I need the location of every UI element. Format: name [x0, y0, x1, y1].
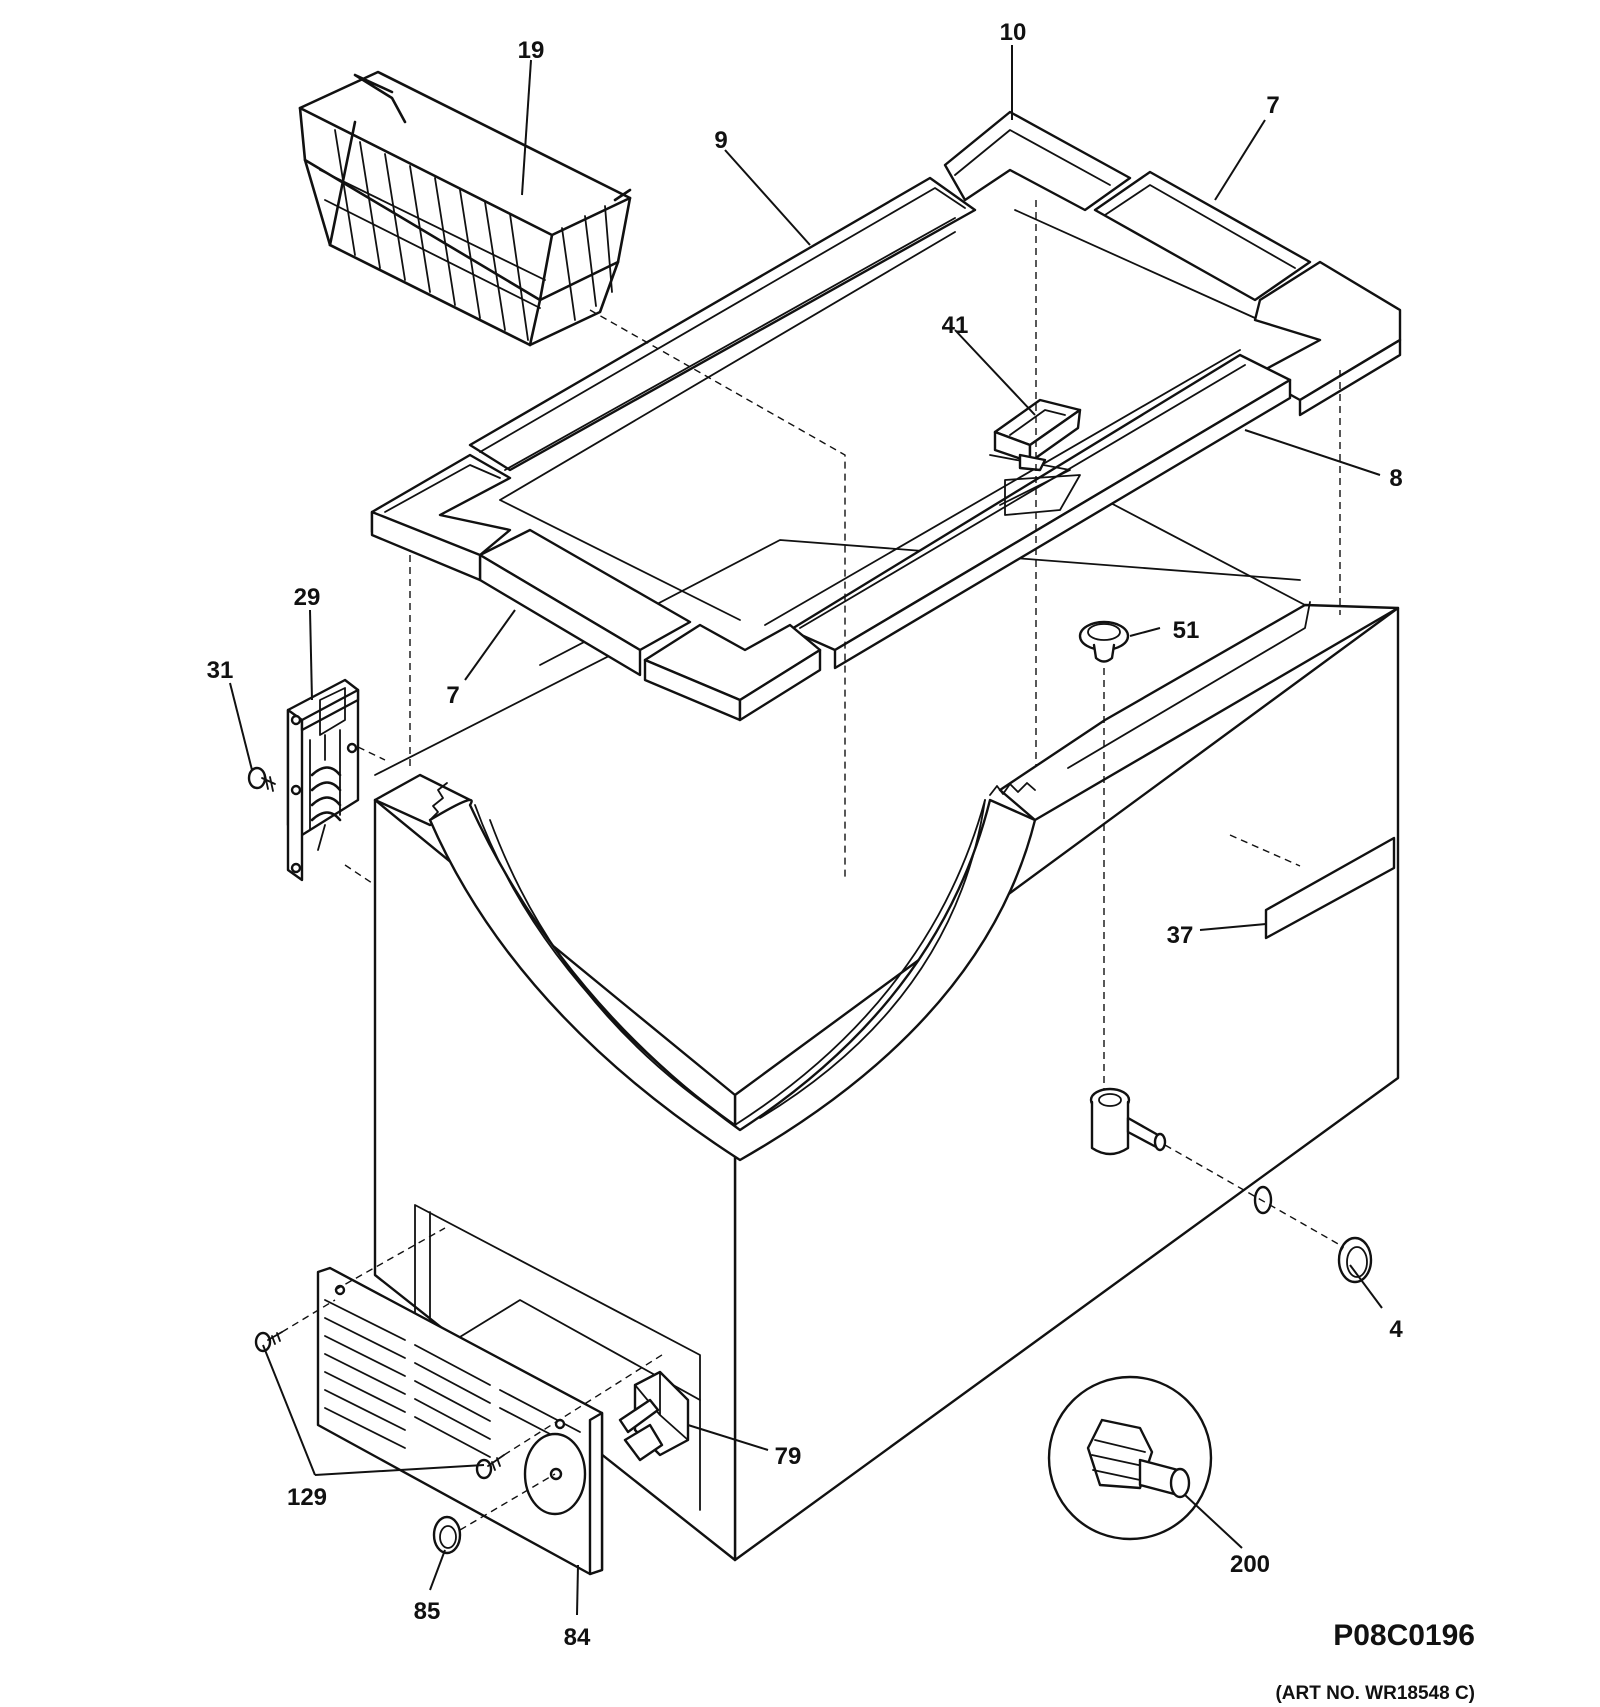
- thermostat-switch: [618, 1370, 690, 1462]
- leader-lines: [229, 45, 1383, 1616]
- freezer-cabinet: [373, 499, 1400, 1562]
- fitting-detail: [1047, 1375, 1213, 1541]
- lid-gasket-frame: [370, 110, 1402, 722]
- callout-labels: 19 10 7 9 41 8 29 51 31 7 37 4 79 129 20…: [207, 19, 1404, 1651]
- callout-back-strip: 9: [714, 127, 727, 154]
- thermostat-bracket: [993, 398, 1082, 516]
- drawing-number: P08C0196: [1333, 1619, 1475, 1652]
- callout-right-strip: 7: [1266, 92, 1279, 119]
- callout-back-corner: 10: [1000, 19, 1027, 46]
- callout-label-plate: 37: [1167, 922, 1194, 949]
- callout-left-strip: 7: [446, 682, 459, 709]
- callout-grille-screws: 129: [287, 1484, 327, 1511]
- lid-hinge: [286, 678, 360, 882]
- assembly-lines: [281, 200, 1341, 1531]
- callout-hinge: 29: [294, 584, 321, 611]
- callout-fitting: 200: [1230, 1551, 1270, 1578]
- callout-switch: 79: [775, 1443, 802, 1470]
- drain-plug: [1078, 620, 1130, 663]
- grille-slots: [324, 1299, 581, 1458]
- wire-basket: [298, 70, 632, 347]
- callout-basket: 19: [518, 37, 545, 64]
- callout-front-strip: 8: [1389, 465, 1402, 492]
- grille-screw: [254, 1331, 283, 1353]
- drain-cap: [1337, 1236, 1373, 1284]
- callout-thermostat-bracket: 41: [942, 312, 969, 339]
- label-plate: [1264, 836, 1396, 940]
- control-knob: [432, 1515, 462, 1555]
- callout-drain-cap: 4: [1389, 1316, 1403, 1343]
- drain-tube: [1089, 1087, 1273, 1215]
- callout-drain-plug: 51: [1173, 617, 1200, 644]
- hinge-screw: [247, 766, 276, 792]
- art-number: (ART NO. WR18548 C): [1275, 1683, 1475, 1704]
- callout-knob: 85: [414, 1598, 441, 1625]
- callout-hinge-screw: 31: [207, 657, 234, 684]
- callout-grille: 84: [564, 1624, 591, 1651]
